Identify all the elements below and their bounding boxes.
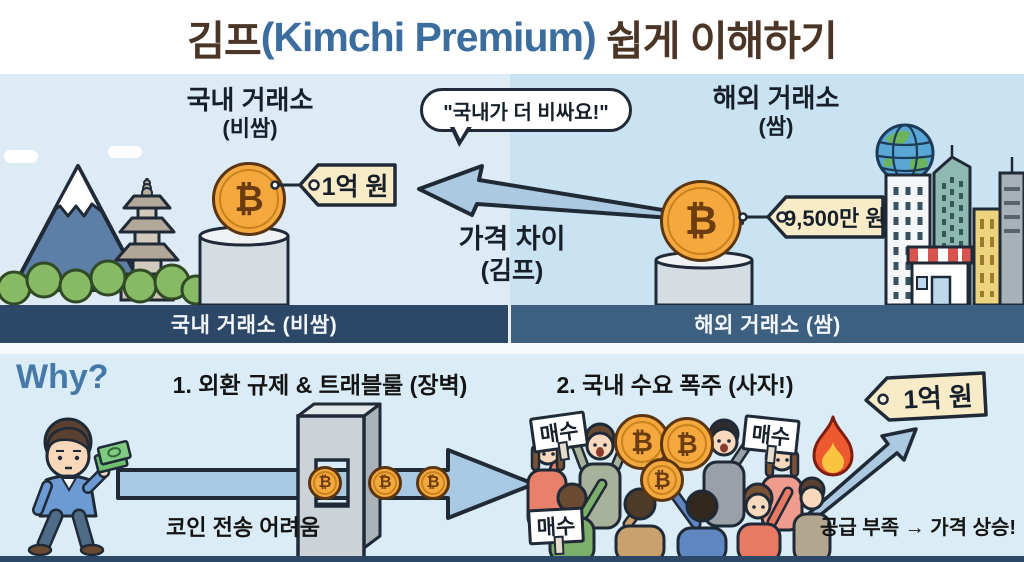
- title-kimp: 김프: [187, 18, 261, 64]
- domestic-exchange-sub: (비쌈): [222, 115, 278, 141]
- title-rest: 쉽게 이해하기: [595, 18, 838, 64]
- result-price-text: 1억 원: [902, 381, 974, 415]
- bitcoin-symbol: ₿: [426, 474, 440, 491]
- overseas-banner: 해외 거래소 (쌈): [511, 305, 1024, 343]
- reason-1: 1. 외환 규제 & 트래블룰 (장벽): [172, 372, 468, 398]
- overseas-price-tag: 9,500만 원: [736, 192, 888, 242]
- person-with-cash: [27, 417, 132, 557]
- bitcoin-icon: ₿: [368, 466, 402, 500]
- bitcoin-icon: ₿: [308, 466, 342, 500]
- buy-sign-text: 매수: [536, 515, 576, 540]
- domestic-pedestal: [198, 225, 290, 307]
- bitcoin-icon: ₿: [640, 458, 684, 502]
- cloud-icon: [108, 146, 142, 158]
- buy-sign: 매수: [527, 506, 585, 546]
- transfer-difficulty-note: 코인 전송 어려움: [166, 515, 320, 540]
- bitcoin-symbol: ₿: [234, 178, 264, 219]
- domestic-exchange-heading: 국내 거래소 (비쌈): [160, 85, 340, 141]
- domestic-price-text: 1억 원: [321, 173, 389, 201]
- buy-sign: 매수: [741, 414, 801, 456]
- bitcoin-symbol: ₿: [653, 468, 671, 492]
- price-rise-arrow: [804, 427, 918, 522]
- buy-sign-text: 매수: [750, 423, 792, 450]
- price-gap-line2: (김프): [480, 257, 544, 286]
- price-gap-label: 가격 차이 (김프): [412, 224, 612, 286]
- bitcoin-icon: ₿: [660, 180, 742, 262]
- bitcoin-symbol: ₿: [684, 199, 718, 243]
- bitcoin-icon: ₿: [416, 466, 450, 500]
- bitcoin-symbol: ₿: [676, 429, 698, 459]
- overseas-banner-text: 해외 거래소 (쌈): [694, 314, 841, 337]
- overseas-exchange-heading: 해외 거래소 (쌈): [676, 83, 876, 139]
- bitcoin-symbol: ₿: [318, 474, 332, 491]
- domestic-banner: 국내 거래소 (비쌈): [0, 305, 508, 343]
- banner-divider: [508, 305, 511, 343]
- price-gap-arrow: [417, 164, 744, 225]
- speech-bubble-text: "국내가 더 비싸요!": [443, 101, 609, 124]
- domestic-banner-text: 국내 거래소 (비쌈): [170, 314, 338, 337]
- cloud-icon: [4, 150, 38, 163]
- city-skyline-icon: [884, 145, 1024, 307]
- buy-sign-text: 매수: [538, 419, 580, 448]
- why-label: Why?: [16, 358, 109, 396]
- domestic-price-tag: 1억 원: [268, 160, 400, 210]
- section-divider: [0, 343, 1024, 354]
- buy-sign: 매수: [528, 410, 590, 454]
- supply-shortage-note: 공급 부족 → 가격 상승!: [819, 517, 1017, 539]
- bottom-border-bar: [0, 556, 1024, 562]
- bushes-icon: [0, 259, 212, 306]
- overseas-exchange-sub: (쌈): [758, 113, 794, 139]
- domestic-exchange-label: 국내 거래소: [186, 85, 314, 115]
- bitcoin-icon: ₿: [212, 162, 286, 236]
- bitcoin-symbol: ₿: [378, 474, 392, 491]
- speech-bubble: "국내가 더 비싸요!": [420, 88, 632, 132]
- overseas-exchange-label: 해외 거래소: [712, 83, 840, 113]
- reason-2: 2. 국내 수요 폭주 (사자!): [556, 372, 794, 398]
- flame-icon: [812, 415, 854, 477]
- result-price-tag: 1억 원: [861, 369, 991, 426]
- page-title: 김프(Kimchi Premium) 쉽게 이해하기: [0, 0, 1024, 74]
- title-english: (Kimchi Premium): [260, 13, 597, 60]
- overseas-price-text: 9,500만 원: [784, 206, 886, 231]
- bitcoin-symbol: ₿: [630, 426, 653, 457]
- price-gap-line1: 가격 차이: [458, 224, 566, 254]
